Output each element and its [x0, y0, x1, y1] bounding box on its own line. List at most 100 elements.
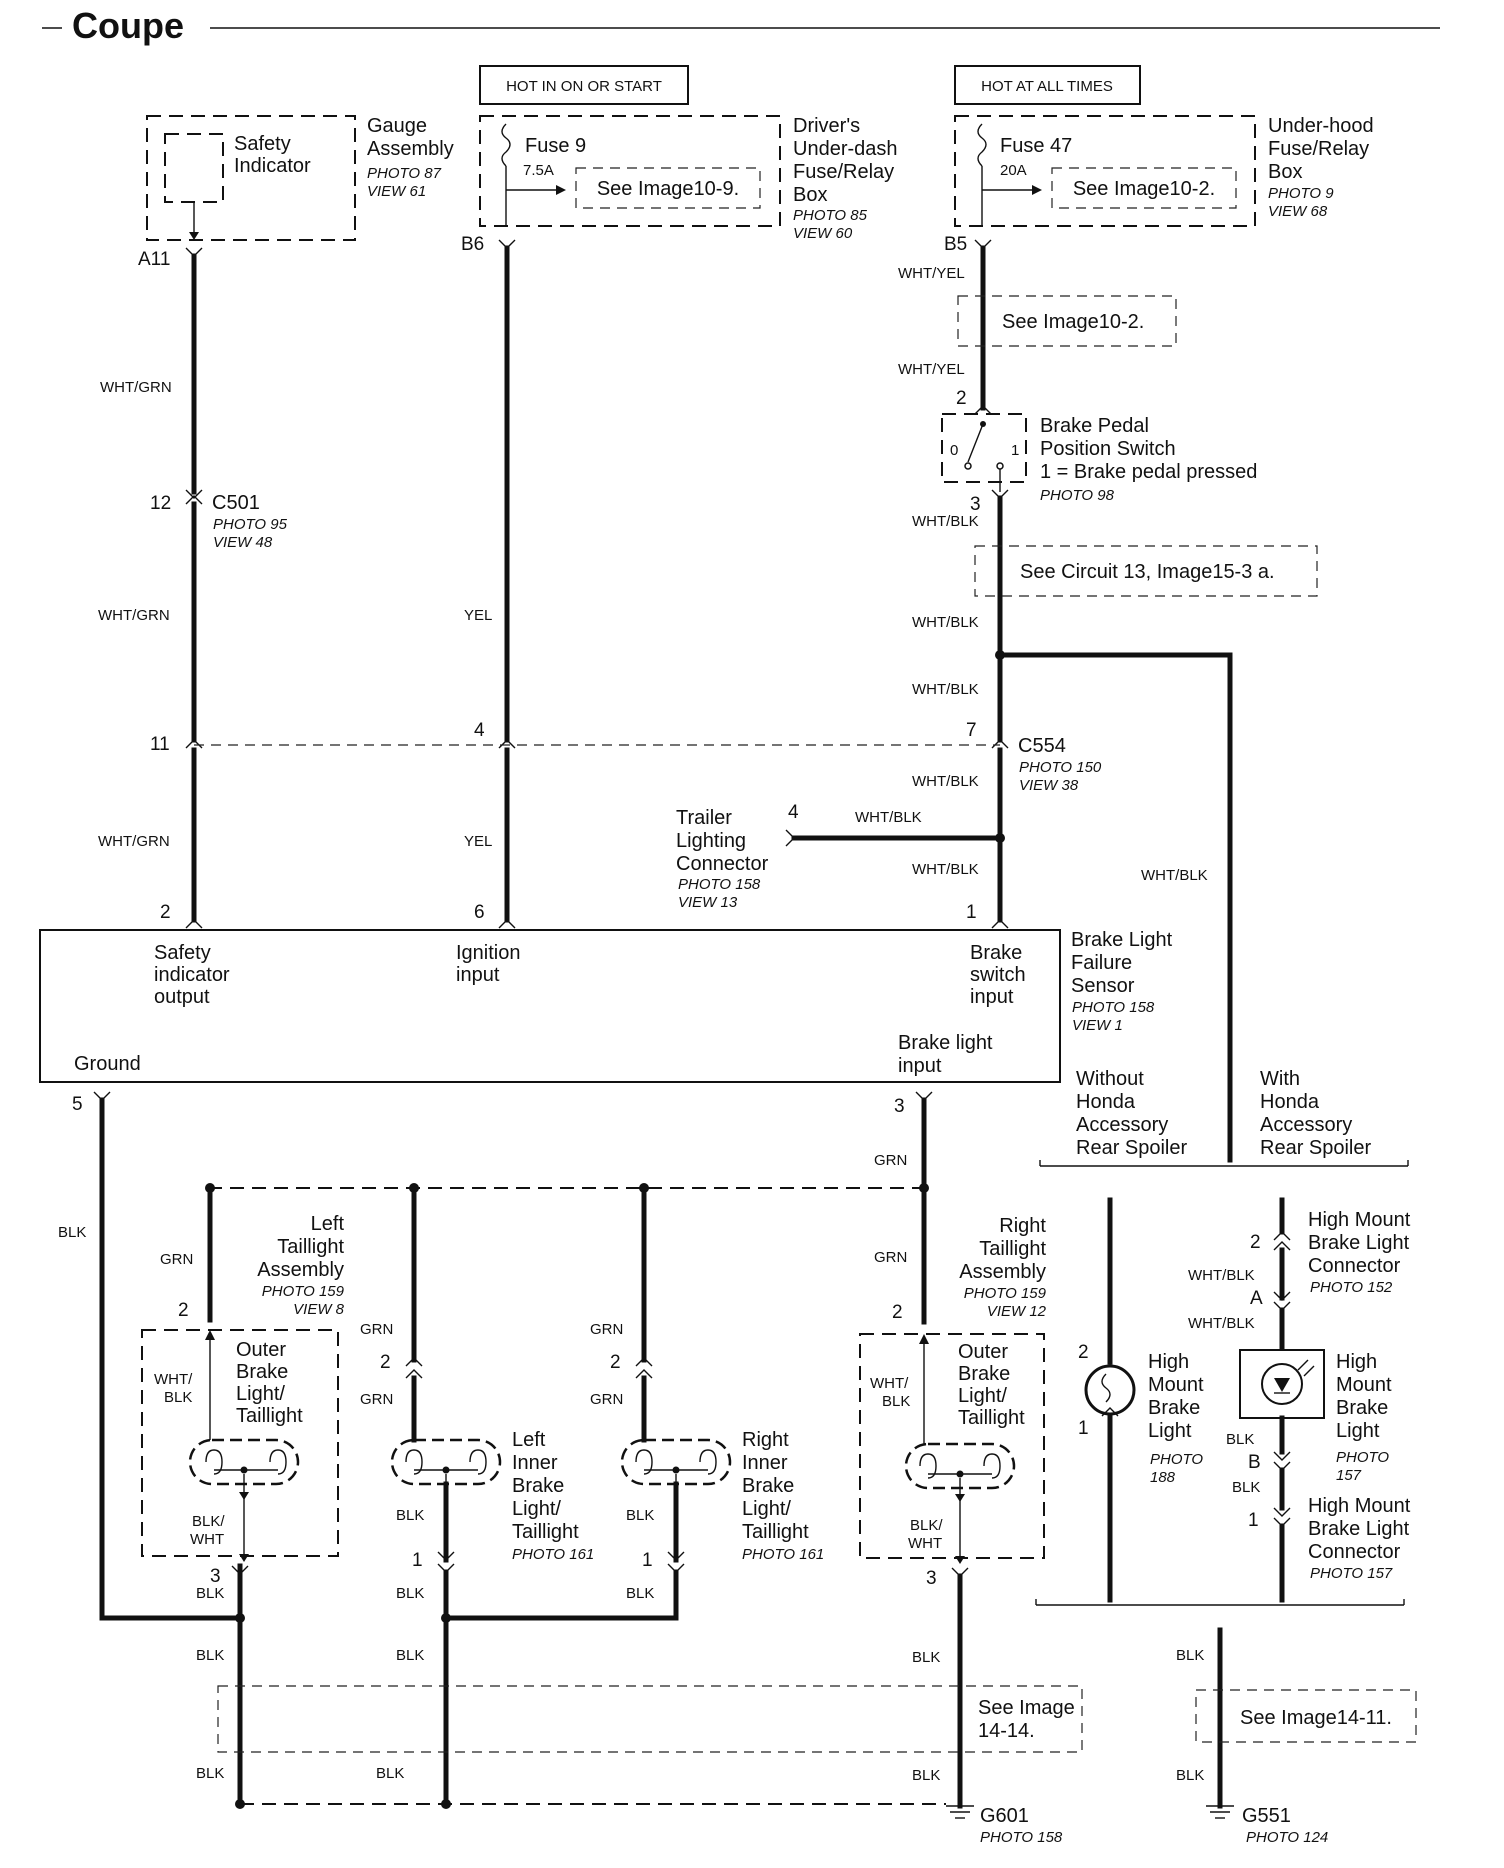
gauge-assembly: Safety Indicator Gauge Assembly PHOTO 87…	[138, 115, 454, 270]
svg-text:WHT/BLK: WHT/BLK	[1188, 1315, 1255, 1332]
svg-text:Rear Spoiler: Rear Spoiler	[1076, 1137, 1188, 1159]
svg-text:WHT/GRN: WHT/GRN	[98, 607, 170, 624]
svg-text:3: 3	[970, 494, 981, 515]
svg-text:6: 6	[474, 902, 485, 923]
svg-text:Brake Pedal: Brake Pedal	[1040, 415, 1149, 437]
svg-text:2: 2	[892, 1302, 903, 1323]
svg-text:Light: Light	[1148, 1420, 1192, 1442]
svg-text:A: A	[1250, 1288, 1263, 1309]
svg-text:Connector: Connector	[1308, 1541, 1401, 1563]
trailer-lighting-connector: 4 WHT/BLK Trailer Lighting Connector PHO…	[676, 802, 1003, 911]
svg-text:BLK/: BLK/	[910, 1517, 943, 1534]
svg-text:BLK: BLK	[1176, 1767, 1204, 1784]
svg-text:BLK: BLK	[58, 1224, 86, 1241]
svg-text:4: 4	[788, 802, 799, 823]
svg-text:BLK: BLK	[912, 1767, 940, 1784]
svg-text:With: With	[1260, 1068, 1300, 1090]
svg-text:PHOTO 158: PHOTO 158	[1072, 999, 1155, 1016]
svg-text:Ignition: Ignition	[456, 942, 521, 964]
svg-text:A11: A11	[138, 249, 170, 270]
svg-text:1 = Brake pedal pressed: 1 = Brake pedal pressed	[1040, 461, 1257, 483]
svg-text:Right: Right	[742, 1429, 789, 1451]
svg-text:BLK: BLK	[1176, 1647, 1204, 1664]
svg-text:WHT/BLK: WHT/BLK	[855, 809, 922, 826]
wire-blk-sensor-ground: BLK	[58, 1091, 243, 1621]
svg-text:Gauge: Gauge	[367, 115, 427, 137]
svg-text:Left: Left	[311, 1213, 345, 1235]
svg-text:2: 2	[956, 388, 967, 409]
svg-text:Driver's: Driver's	[793, 115, 860, 137]
svg-text:Trailer: Trailer	[676, 807, 732, 829]
svg-text:Connector: Connector	[1308, 1255, 1401, 1277]
wire-wht-blk-brake-switch: WHT/BLK WHT/BLK WHT/BLK WHT/BLK WHT/BLK …	[912, 489, 1318, 929]
svg-text:WHT/GRN: WHT/GRN	[100, 379, 172, 396]
svg-text:Outer: Outer	[236, 1339, 286, 1361]
svg-text:3: 3	[894, 1096, 905, 1117]
svg-text:G601: G601	[980, 1805, 1029, 1827]
svg-text:2: 2	[1078, 1342, 1089, 1363]
svg-text:VIEW 12: VIEW 12	[987, 1303, 1047, 1320]
svg-text:BLK/: BLK/	[192, 1513, 225, 1530]
svg-text:Brake: Brake	[958, 1363, 1010, 1385]
svg-text:Mount: Mount	[1336, 1374, 1392, 1396]
svg-text:BLK: BLK	[164, 1389, 192, 1406]
wire-wht-blk-spoiler-branch: WHT/BLK	[997, 652, 1233, 1163]
svg-text:7.5A: 7.5A	[523, 162, 554, 179]
svg-text:Under-hood: Under-hood	[1268, 115, 1374, 137]
connector-c501: 12 C501 PHOTO 95 VIEW 48	[150, 492, 288, 551]
svg-text:Taillight: Taillight	[979, 1238, 1046, 1260]
svg-text:Outer: Outer	[958, 1341, 1008, 1363]
ground-bus-g601: BLK BLK BLK BLK See Image 14-14. G601 PH…	[196, 1647, 1083, 1846]
svg-text:GRN: GRN	[590, 1321, 623, 1338]
svg-text:Light: Light	[1336, 1420, 1380, 1442]
svg-text:input: input	[970, 986, 1014, 1008]
svg-text:WHT/BLK: WHT/BLK	[912, 773, 979, 790]
svg-text:Brake: Brake	[970, 942, 1022, 964]
svg-text:YEL: YEL	[464, 833, 492, 850]
svg-text:VIEW 8: VIEW 8	[293, 1301, 345, 1318]
wire-grn-brake-light: GRN	[205, 1091, 933, 1193]
svg-text:PHOTO 95: PHOTO 95	[213, 516, 288, 533]
svg-text:VIEW 68: VIEW 68	[1268, 203, 1328, 220]
svg-text:GRN: GRN	[360, 1321, 393, 1338]
svg-text:VIEW 48: VIEW 48	[213, 534, 273, 551]
svg-text:WHT/BLK: WHT/BLK	[1141, 867, 1208, 884]
svg-text:3: 3	[926, 1568, 937, 1589]
left-inner-brake-light: GRN 2 GRN BLK 1 BLK Left Inner Brake Lig…	[360, 1185, 594, 1789]
wire-wht-yel-brake-supply: WHT/YEL WHT/YEL See Image10-2.	[898, 239, 1177, 415]
svg-text:Brake: Brake	[512, 1475, 564, 1497]
svg-text:188: 188	[1150, 1469, 1176, 1486]
hot-run-label: HOT IN ON OR START	[479, 65, 689, 105]
svg-text:WHT/YEL: WHT/YEL	[898, 361, 965, 378]
svg-text:WHT: WHT	[190, 1531, 224, 1548]
svg-text:C554: C554	[1018, 735, 1066, 757]
svg-text:WHT/YEL: WHT/YEL	[898, 265, 965, 282]
wire-wht-grn-safety: WHT/GRN WHT/GRN WHT/GRN	[98, 247, 203, 929]
svg-text:Fuse 9: Fuse 9	[525, 135, 586, 157]
svg-text:PHOTO 98: PHOTO 98	[1040, 487, 1115, 504]
svg-text:PHOTO: PHOTO	[1336, 1449, 1389, 1466]
svg-text:Brake Light: Brake Light	[1071, 929, 1173, 951]
svg-text:Brake: Brake	[1148, 1397, 1200, 1419]
high-mount-brake-light-with-spoiler: 2 High Mount Brake Light Connector PHOTO…	[1188, 1197, 1411, 1603]
svg-text:High Mount: High Mount	[1308, 1209, 1411, 1231]
svg-text:Fuse 47: Fuse 47	[1000, 135, 1072, 157]
diagram-title: Coupe	[42, 5, 1440, 46]
svg-text:PHOTO 9: PHOTO 9	[1268, 185, 1334, 202]
svg-text:BLK: BLK	[396, 1647, 424, 1664]
svg-text:12: 12	[150, 493, 171, 514]
svg-text:Light/: Light/	[742, 1498, 791, 1520]
svg-text:Taillight: Taillight	[742, 1521, 809, 1543]
svg-text:1: 1	[642, 1550, 653, 1571]
svg-text:Fuse/Relay: Fuse/Relay	[1268, 138, 1369, 160]
svg-text:BLK: BLK	[196, 1647, 224, 1664]
connector-c554: 11 4 7 C554 PHOTO 150 VIEW 38	[150, 720, 1102, 794]
svg-text:BLK: BLK	[1226, 1431, 1254, 1448]
svg-text:2: 2	[178, 1300, 189, 1321]
svg-text:WHT/BLK: WHT/BLK	[912, 614, 979, 631]
svg-text:GRN: GRN	[590, 1391, 623, 1408]
svg-text:WHT/BLK: WHT/BLK	[912, 681, 979, 698]
svg-text:Left: Left	[512, 1429, 546, 1451]
svg-text:See Circuit 13, Image15-3 a.: See Circuit 13, Image15-3 a.	[1020, 561, 1275, 583]
